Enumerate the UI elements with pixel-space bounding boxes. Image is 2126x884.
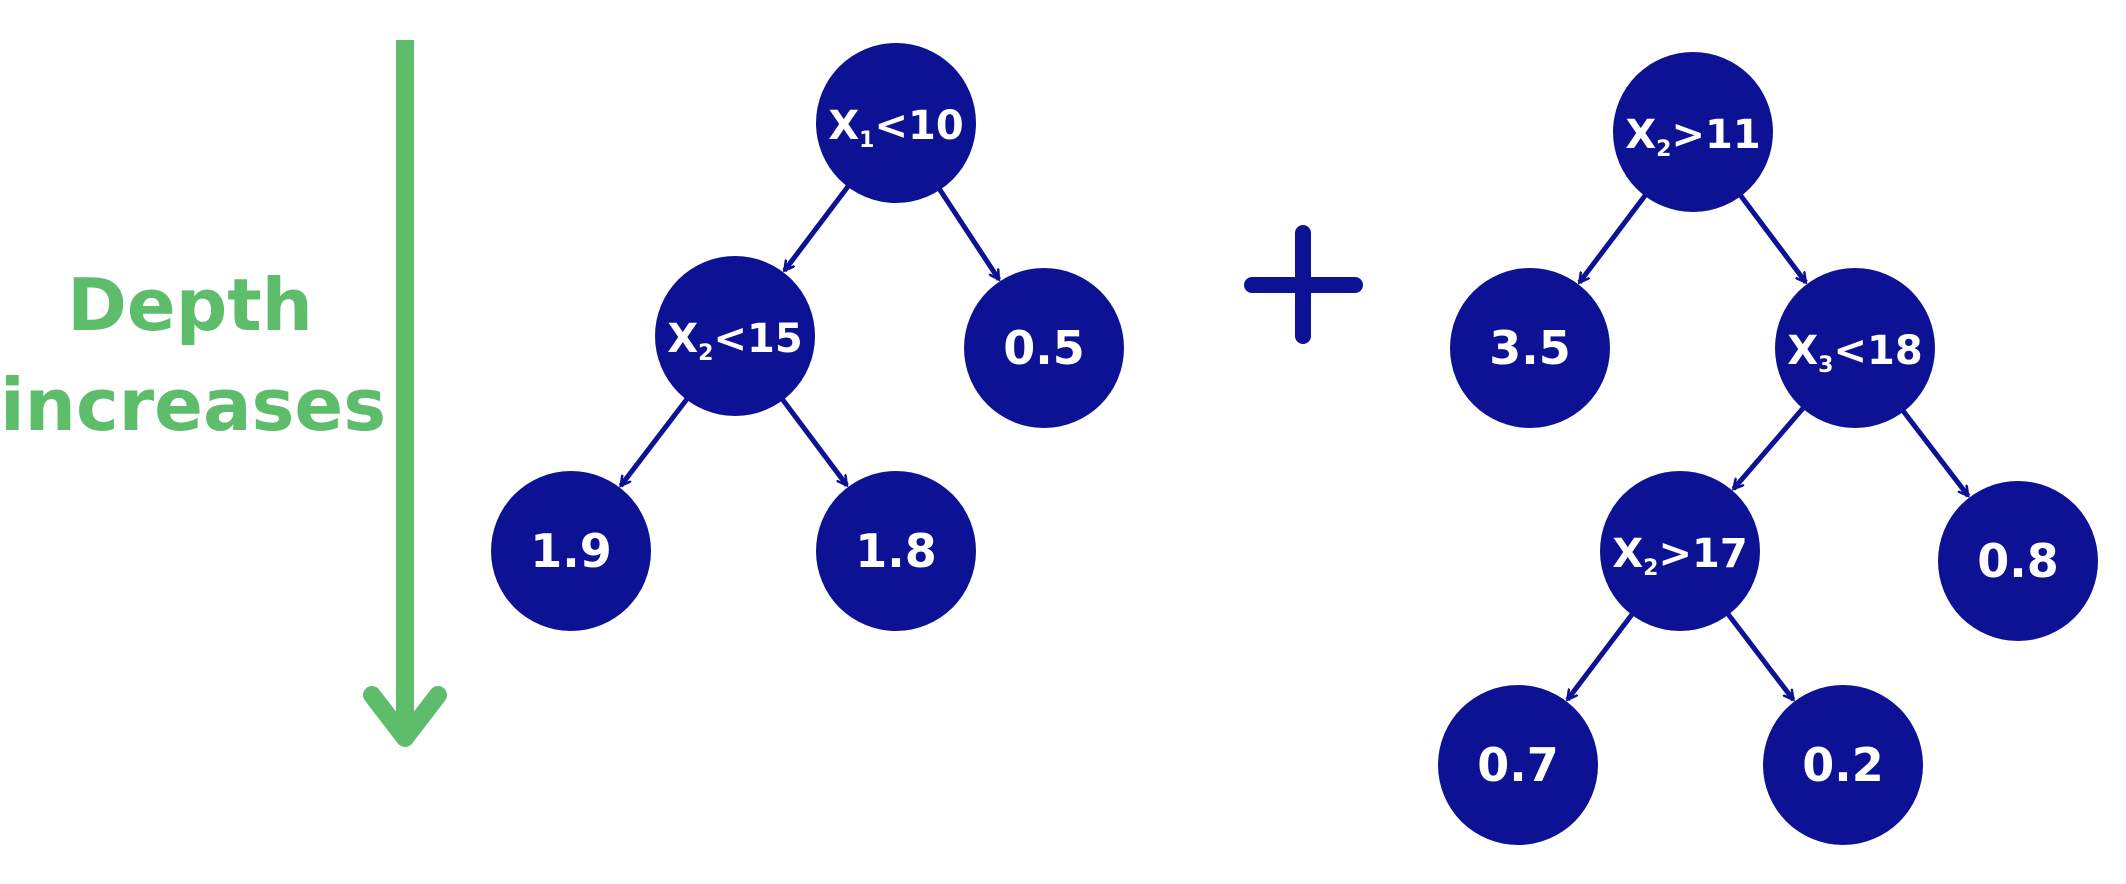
node-condition: <10 [874, 103, 963, 149]
node-label: X2<15 [667, 316, 802, 366]
plus-icon [1244, 225, 1363, 344]
leaf-node: 0.5 [964, 268, 1124, 428]
node-label: X2>17 [1612, 531, 1747, 581]
leaf-node: 0.2 [1763, 685, 1923, 845]
node-label: X1<10 [828, 103, 963, 153]
node-circle [816, 471, 976, 631]
split-node: X3<18 [1775, 268, 1935, 428]
node-subscript: 1 [859, 128, 874, 153]
node-label: X3<18 [1787, 328, 1922, 378]
tree-edge-arrow [618, 393, 693, 486]
node-circle [964, 268, 1124, 428]
node-label: 0.8 [1977, 534, 2059, 588]
node-condition: >17 [1658, 531, 1747, 577]
node-label: 1.9 [530, 524, 612, 578]
node-subscript: 3 [1818, 353, 1833, 378]
node-circle [1600, 471, 1760, 631]
tree-edge-arrow [1722, 608, 1796, 700]
split-node: X2>17 [1600, 471, 1760, 631]
tree-edge-arrow [777, 393, 849, 485]
node-condition: <15 [713, 316, 802, 362]
node-circle [491, 471, 651, 631]
depth-label: Depth increases [0, 255, 387, 455]
node-condition: <18 [1833, 328, 1922, 374]
tree-edge-arrow [1731, 402, 1809, 489]
tree-edge-arrow [782, 180, 854, 271]
split-node: X2>11 [1613, 52, 1773, 212]
node-circle [1613, 52, 1773, 212]
node-variable: X [1787, 328, 1818, 374]
node-subscript: 2 [698, 341, 713, 366]
node-subscript: 2 [1656, 137, 1671, 162]
leaf-node: 1.8 [816, 471, 976, 631]
node-condition: >11 [1671, 112, 1760, 158]
node-circle [1938, 481, 2098, 641]
node-variable: X [1625, 112, 1656, 158]
node-label: X2>11 [1625, 112, 1760, 162]
leaf-node: 0.8 [1938, 481, 2098, 641]
node-subscript: 2 [1643, 556, 1658, 581]
tree-edge-arrow [1577, 189, 1651, 282]
node-variable: X [1612, 531, 1643, 577]
leaf-node: 0.7 [1438, 685, 1598, 845]
node-circle [655, 256, 815, 416]
node-variable: X [667, 316, 698, 362]
split-node: X1<10 [816, 43, 976, 203]
leaf-node: 3.5 [1450, 268, 1610, 428]
node-circle [1763, 685, 1923, 845]
node-circle [1438, 685, 1598, 845]
leaf-node: 1.9 [491, 471, 651, 631]
node-circle [816, 43, 976, 203]
node-circle [1775, 268, 1935, 428]
node-label: 0.7 [1477, 738, 1559, 792]
node-label: 0.2 [1802, 738, 1884, 792]
node-label: 0.5 [1003, 321, 1085, 375]
depth-label-line1: Depth [67, 263, 313, 347]
node-variable: X [828, 103, 859, 149]
node-circle [1450, 268, 1610, 428]
split-node: X2<15 [655, 256, 815, 416]
tree-edge-arrow [1897, 405, 1971, 496]
tree-edge-arrow [934, 183, 1002, 280]
tree-edge-arrow [1735, 189, 1808, 282]
tree-edge-arrow [1565, 608, 1638, 700]
edges-layer [618, 180, 1971, 700]
node-label: 3.5 [1489, 321, 1571, 375]
depth-label-line2: increases [0, 363, 387, 447]
depth-arrow [363, 40, 447, 747]
node-label: 1.8 [855, 524, 937, 578]
